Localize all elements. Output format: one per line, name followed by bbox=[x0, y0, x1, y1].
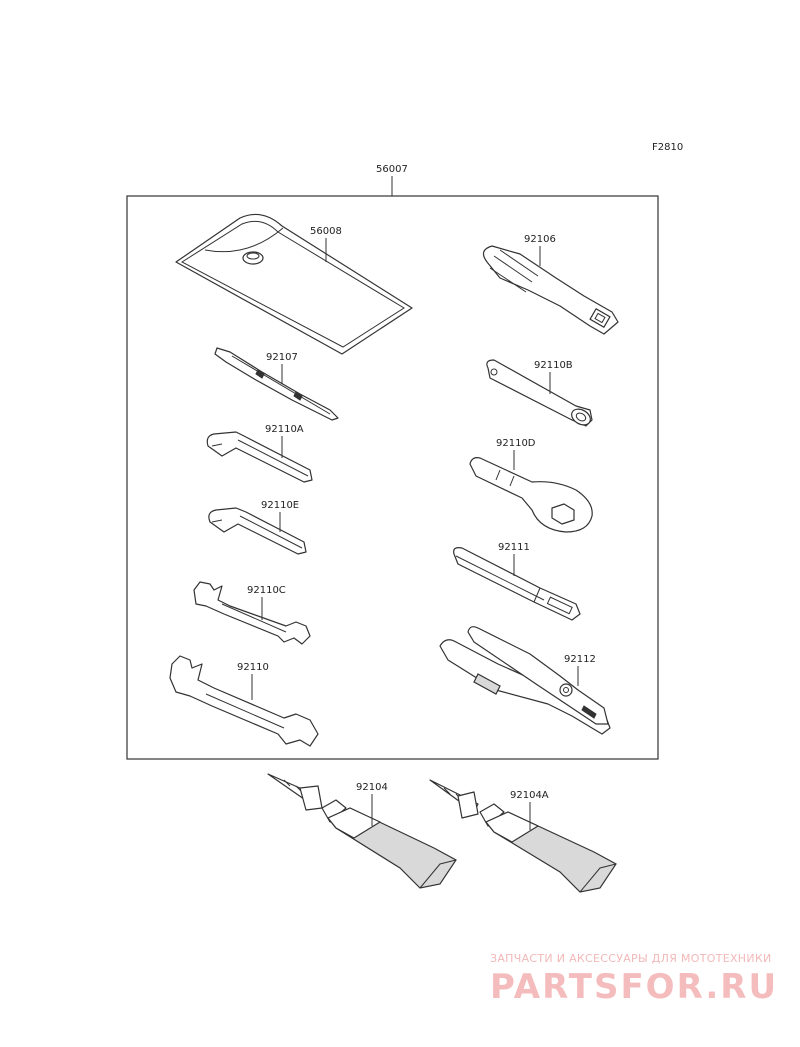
label-92110A[interactable]: 92110A bbox=[265, 424, 304, 435]
watermark-brand: PARTSFOR.RU bbox=[490, 967, 778, 1007]
grease-tube-a[interactable] bbox=[429, 779, 617, 893]
label-92104[interactable]: 92104 bbox=[356, 782, 388, 793]
label-92111[interactable]: 92111 bbox=[498, 542, 530, 553]
hex-key-e[interactable] bbox=[208, 507, 307, 555]
tool-case[interactable] bbox=[175, 213, 413, 355]
kit-label[interactable]: 56007 bbox=[376, 164, 408, 175]
label-92110B[interactable]: 92110B bbox=[534, 360, 573, 371]
ring-wrench[interactable] bbox=[469, 457, 593, 533]
label-56008[interactable]: 56008 bbox=[310, 226, 342, 237]
label-92112[interactable]: 92112 bbox=[564, 654, 596, 665]
label-92110[interactable]: 92110 bbox=[237, 662, 269, 673]
screwdriver-handle[interactable] bbox=[482, 245, 619, 335]
label-92110D[interactable]: 92110D bbox=[496, 438, 536, 449]
label-92110C[interactable]: 92110C bbox=[247, 585, 286, 596]
pliers[interactable] bbox=[439, 626, 611, 735]
label-92104A[interactable]: 92104A bbox=[510, 790, 549, 801]
double-screwdriver[interactable] bbox=[214, 347, 339, 421]
label-92110E[interactable]: 92110E bbox=[261, 500, 299, 511]
hex-key-a[interactable] bbox=[206, 431, 313, 483]
kit-frame bbox=[126, 195, 659, 760]
grease-tube[interactable] bbox=[267, 773, 457, 889]
label-92106[interactable]: 92106 bbox=[524, 234, 556, 245]
open-wrench[interactable] bbox=[169, 655, 319, 747]
socket-wrench[interactable] bbox=[486, 359, 593, 428]
open-wrench-c[interactable] bbox=[193, 581, 311, 645]
watermark-tagline: ЗАПЧАСТИ И АКСЕССУАРЫ ДЛЯ МОТОТЕХНИКИ bbox=[490, 952, 772, 965]
extension-bar[interactable] bbox=[453, 547, 581, 621]
label-92107[interactable]: 92107 bbox=[266, 352, 298, 363]
figure-code: F2810 bbox=[652, 142, 683, 153]
